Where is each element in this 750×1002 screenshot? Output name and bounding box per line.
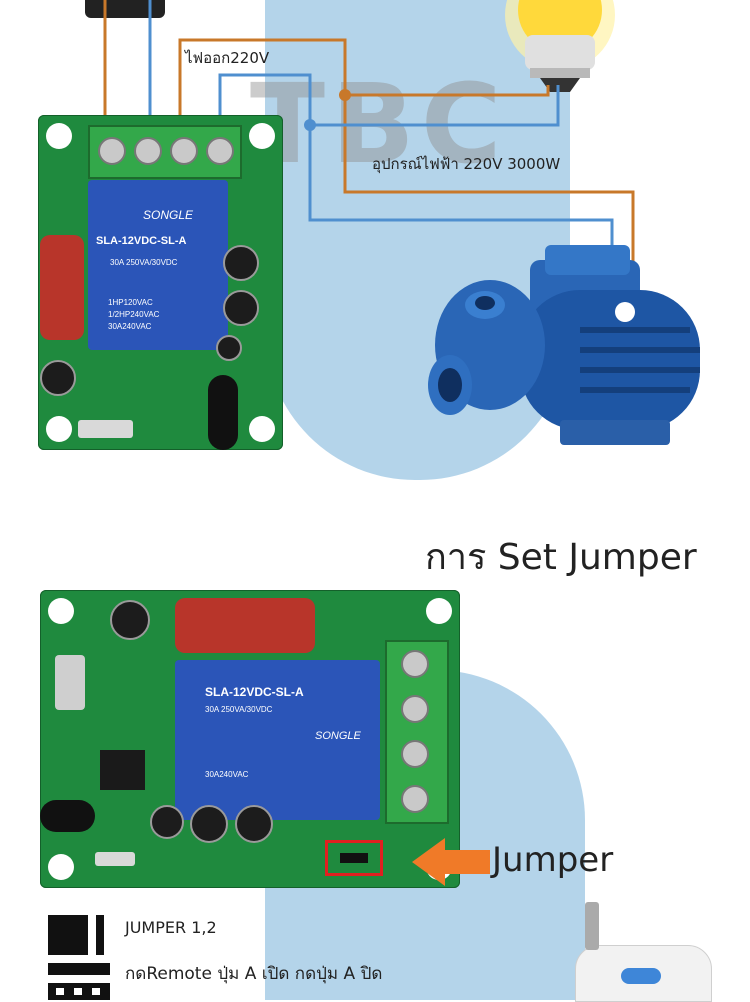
- relay-rating: 1/2HP240VAC: [108, 310, 160, 319]
- relay-rating: 1HP120VAC: [108, 298, 153, 307]
- jumper-highlight: [325, 840, 383, 876]
- relay: SONGLE SLA-12VDC-SL-A 30A 250VA/30VDC 30…: [175, 660, 380, 820]
- relay: SONGLE SLA-12VDC-SL-A 30A 250VA/30VDC 1H…: [88, 180, 228, 350]
- jumper-diagram-icon: [48, 915, 110, 1000]
- relay-model: SLA-12VDC-SL-A: [205, 685, 304, 699]
- film-capacitor: [40, 235, 84, 340]
- relay-rating: 30A240VAC: [108, 322, 152, 331]
- relay-rating: 30A240VAC: [205, 770, 249, 779]
- antenna-coil: [208, 375, 238, 450]
- relay-brand: SONGLE: [315, 730, 361, 742]
- jumper-id: JUMPER 1,2: [125, 918, 217, 937]
- jumper-pins[interactable]: [340, 853, 368, 863]
- remote-antenna: [585, 902, 599, 950]
- appliance-label: อุปกรณ์ไฟฟ้า 220V 3000W: [372, 155, 561, 173]
- remote-control: [575, 945, 712, 1002]
- relay-rating: 30A 250VA/30VDC: [205, 705, 273, 714]
- output-voltage-label: ไฟออก220V: [185, 49, 270, 67]
- jumper-description: กดRemote ปุ่ม A เปิด กดปุ่ม A ปิด: [125, 964, 383, 984]
- antenna-coil: [40, 800, 95, 832]
- film-capacitor: [175, 598, 315, 653]
- receiver-board-top: SONGLE SLA-12VDC-SL-A 30A 250VA/30VDC 1H…: [38, 115, 283, 450]
- relay-brand: SONGLE: [143, 208, 194, 222]
- jumper-label: Jumper: [492, 840, 614, 880]
- section-title: การ Set Jumper: [425, 537, 697, 578]
- relay-rating: 30A 250VA/30VDC: [110, 258, 178, 267]
- relay-model: SLA-12VDC-SL-A: [96, 235, 187, 247]
